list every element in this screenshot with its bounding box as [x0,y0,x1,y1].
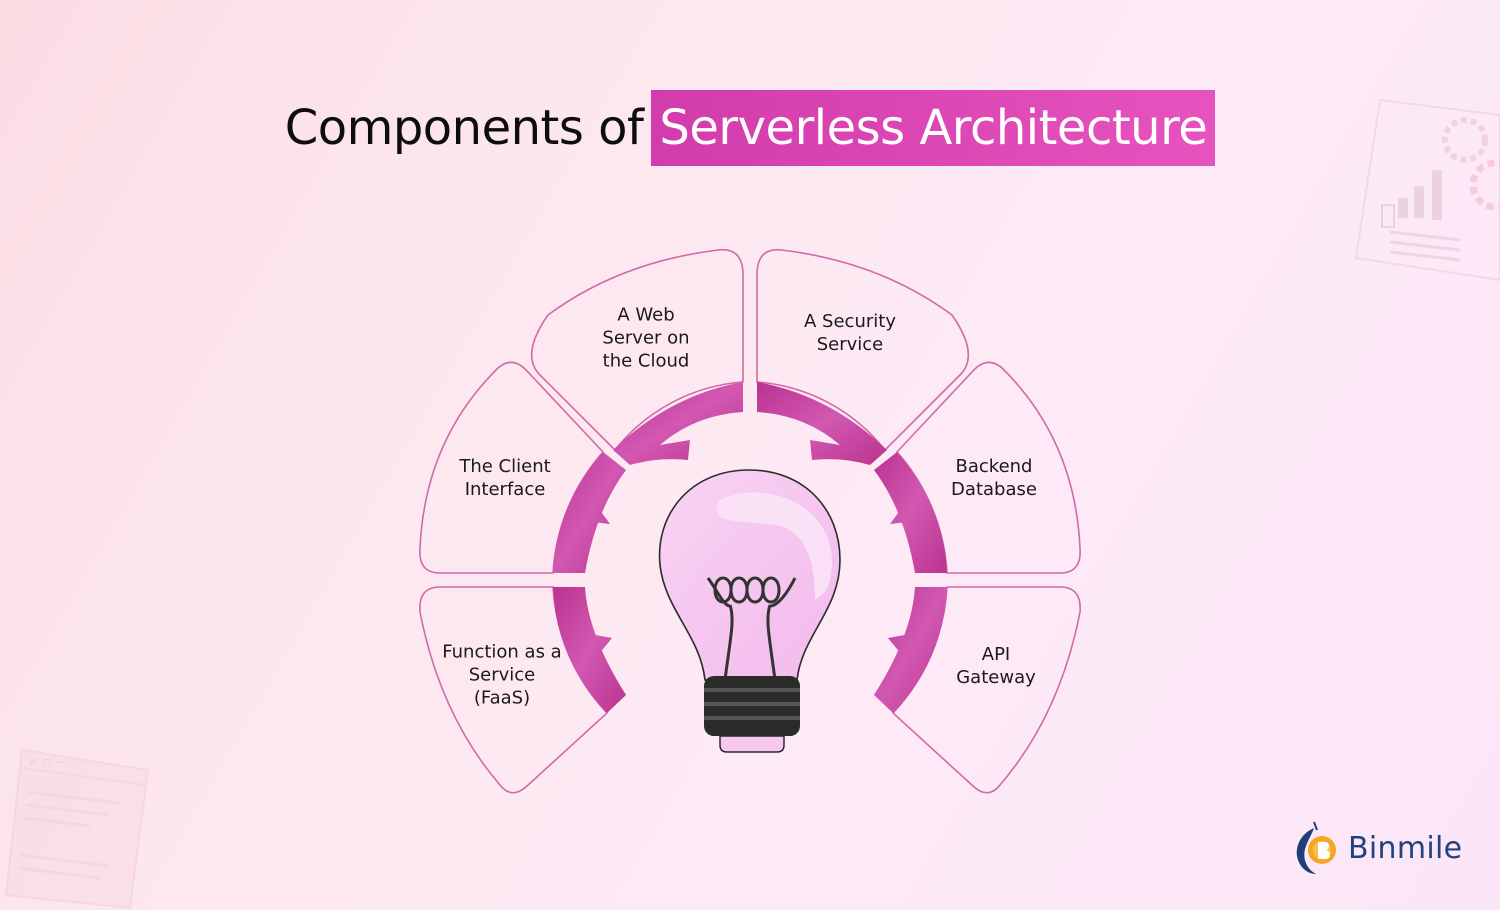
ring-piece-top-left [613,382,743,465]
light-bulb-icon [658,469,841,753]
dashboard-decoration-icon [1354,98,1500,282]
ring-piece-right-upper [874,452,947,573]
segment-label-security-service: A Security Service [804,311,896,355]
svg-text:✕ ◻ —: ✕ ◻ — [28,755,68,769]
browser-window-decoration-icon: ✕ ◻ — [4,748,150,910]
brand-logo: Binmile [1292,818,1462,878]
ring-piece-left-lower [553,587,626,713]
ring-piece-top-right [757,382,887,465]
ring-piece-left-upper [553,452,626,573]
segment-label-faas: Function as a Service (FaaS) [442,641,562,709]
page-title: Components of Serverless Architecture [0,88,1500,168]
binmile-logo-icon [1296,821,1336,874]
segment-label-web-server: A Web Server on the Cloud [602,304,690,372]
title-highlight: Serverless Architecture [651,90,1216,166]
brand-name: Binmile [1348,830,1463,866]
title-prefix: Components of [284,100,644,156]
segment-label-api-gateway: API Gateway [956,644,1036,688]
segment-security-service [756,248,970,452]
ring-piece-right-lower [874,587,947,713]
gear-ring [553,382,947,713]
segment-label-client-interface: The Client Interface [459,456,551,500]
segment-label-backend-database: Backend Database [951,456,1037,500]
segment-web-server [530,248,744,452]
